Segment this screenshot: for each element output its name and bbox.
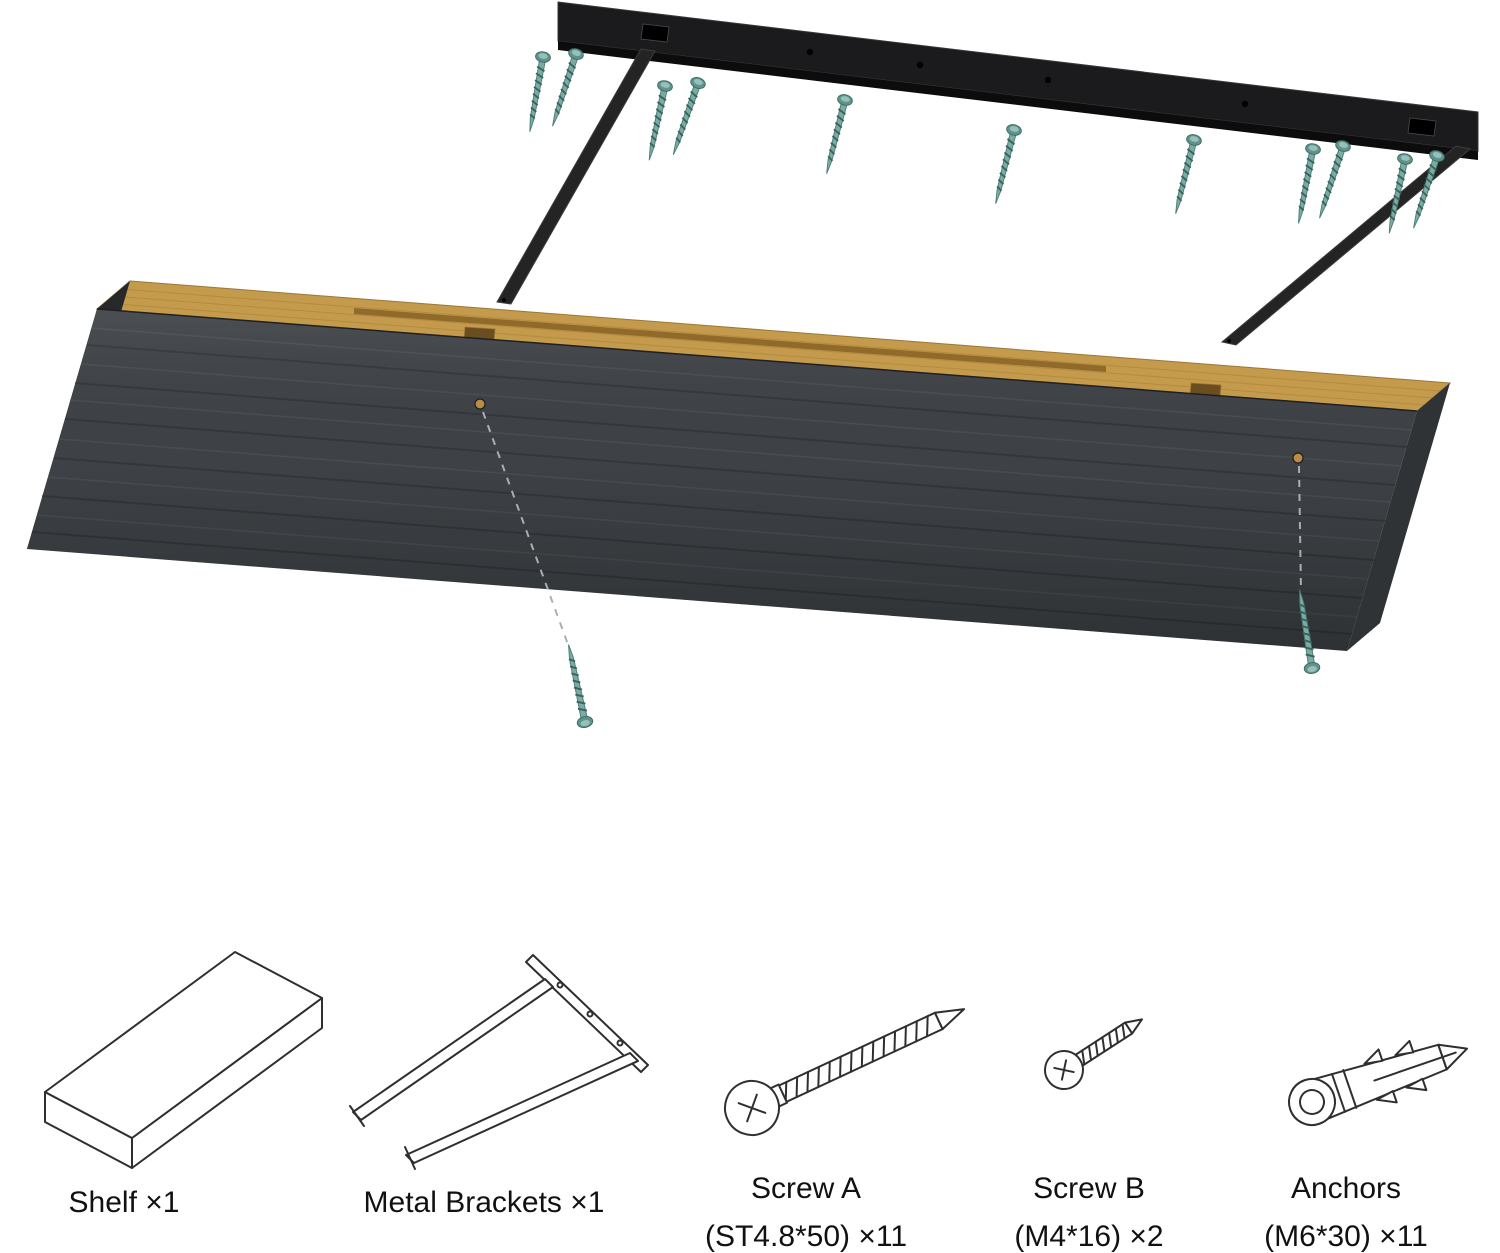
part-label-text: Metal Brackets ×1	[363, 1186, 605, 1219]
screw	[544, 45, 586, 130]
part-sublabel-text: (M6*30) ×11	[1264, 1219, 1428, 1253]
part-label-text: Anchors	[1290, 1172, 1402, 1205]
part-label-screw-b: Screw B (M4*16) ×2	[1014, 1172, 1163, 1253]
part-label-text: Shelf ×1	[68, 1186, 180, 1219]
screw	[559, 641, 595, 730]
part-label-metal-brackets: Metal Brackets ×1	[364, 1186, 605, 1234]
shelf-thumbnail	[44, 951, 323, 1169]
bracket-thumbnail	[349, 954, 649, 1170]
screw	[1290, 141, 1323, 226]
part-label-shelf: Shelf ×1	[69, 1186, 180, 1234]
screw	[640, 78, 675, 163]
bracket	[496, 1, 1479, 346]
mounting-guides	[482, 411, 1322, 730]
screw	[1167, 132, 1204, 217]
screw-a-thumbnail	[724, 1008, 966, 1136]
pilot-hole	[1292, 452, 1304, 464]
part-sublabel-text: (ST4.8*50) ×11	[704, 1219, 908, 1253]
part-label-text: Screw B	[1033, 1172, 1145, 1205]
part-label-screw-a: Screw A (ST4.8*50) ×11	[705, 1172, 907, 1253]
bracket-arm-left	[496, 48, 656, 305]
pilot-hole	[474, 398, 486, 410]
bracket-arm-right	[1220, 145, 1472, 346]
guide-line	[482, 411, 571, 651]
part-label-text: Screw A	[750, 1172, 862, 1205]
part-label-anchors: Anchors (M6*30) ×11	[1264, 1172, 1428, 1253]
screw	[521, 49, 553, 134]
shelf-board	[27, 280, 1452, 651]
screw	[987, 122, 1024, 207]
screw	[818, 92, 855, 177]
anchor-thumbnail	[1288, 1039, 1469, 1126]
part-sublabel-text: (M4*16) ×2	[1014, 1219, 1164, 1253]
screw-b-thumbnail	[1044, 1018, 1143, 1090]
